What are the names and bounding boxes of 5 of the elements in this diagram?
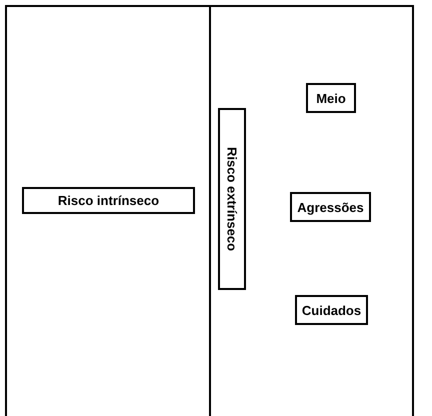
label-box: Cuidados xyxy=(295,295,368,325)
label-box: Risco extrínseco xyxy=(218,108,246,290)
label-box: Meio xyxy=(306,83,356,113)
label-box: Risco intrínseco xyxy=(22,187,195,214)
label-box: Agressões xyxy=(290,192,371,222)
